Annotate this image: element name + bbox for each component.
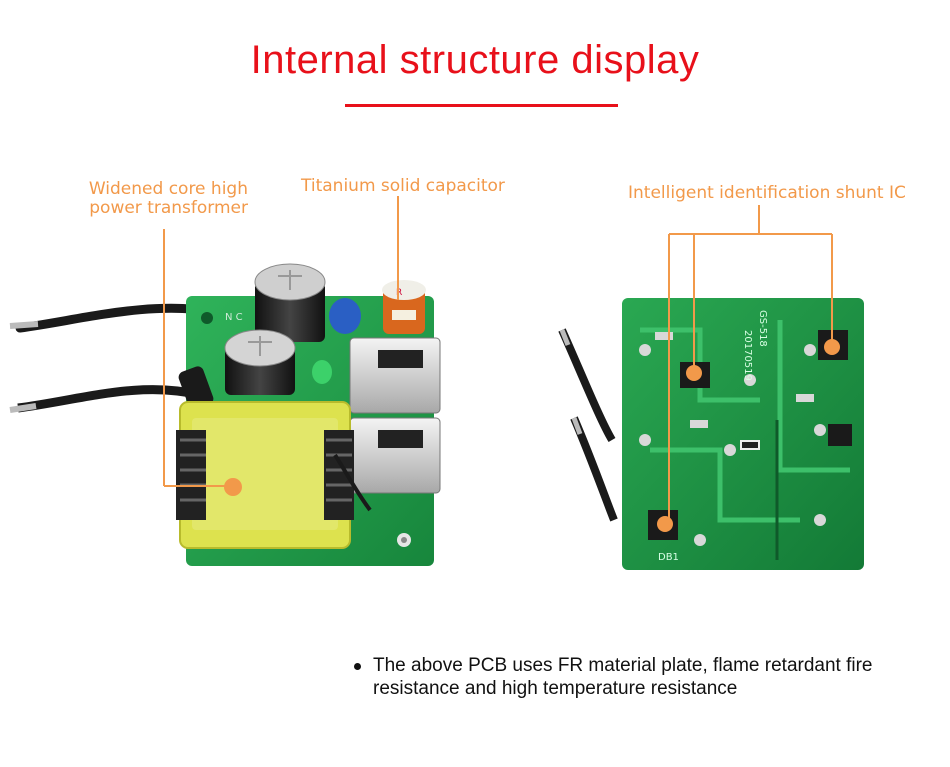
right-pcb-board: DB1 20170519 GS-518 bbox=[558, 298, 864, 570]
bullet-icon bbox=[354, 663, 361, 670]
left-pcb-board: N C R bbox=[9, 263, 441, 566]
board-model-code: GS-518 bbox=[757, 310, 768, 347]
board-date-code: 20170519 bbox=[742, 330, 753, 381]
shunt-ic-callout-lines bbox=[657, 205, 840, 532]
transformer-callout-line-2: power transformer bbox=[89, 198, 248, 218]
pcb-material-note: The above PCB uses FR material plate, fl… bbox=[354, 654, 934, 700]
transformer-callout-line bbox=[163, 229, 242, 496]
svg-text:N C: N C bbox=[225, 312, 243, 323]
pcb-material-note-text: The above PCB uses FR material plate, fl… bbox=[373, 655, 873, 699]
capacitor-callout-label: Titanium solid capacitor bbox=[301, 176, 505, 196]
svg-text:R: R bbox=[396, 288, 402, 298]
board-code-db1: DB1 bbox=[658, 552, 679, 563]
transformer-callout-line-1: Widened core high bbox=[88, 179, 248, 199]
title-underline bbox=[345, 104, 618, 107]
transformer-callout-label: Widened core high power transformer bbox=[70, 180, 248, 218]
page-title: Internal structure display bbox=[250, 38, 700, 82]
shunt-ic-callout-label: Intelligent identification shunt IC bbox=[628, 183, 906, 203]
